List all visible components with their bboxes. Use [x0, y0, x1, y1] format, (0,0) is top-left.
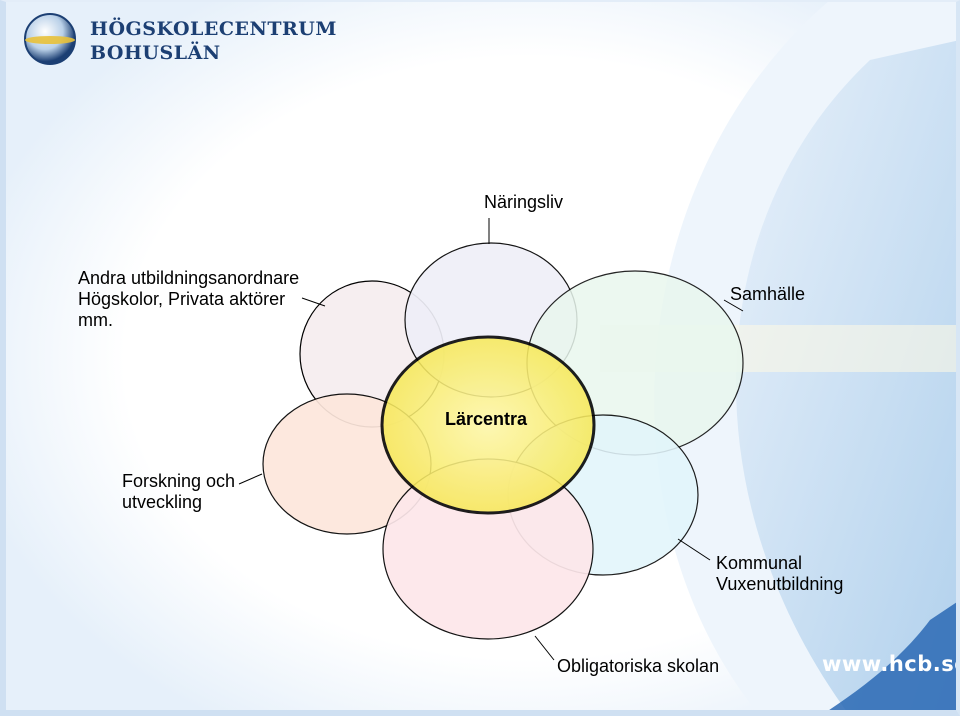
label-andra-line-1: Andra utbildningsanordnare — [78, 268, 300, 288]
connector-obligatoriska — [534, 635, 555, 661]
website-url: www.hcb.se — [822, 652, 960, 676]
logo-line-1: HÖGSKOLECENTRUM — [90, 18, 337, 40]
logo-line-2: BOHUSLÄN — [90, 42, 221, 64]
background-arc-inner — [735, 40, 960, 716]
connector-samhalle — [723, 299, 744, 312]
background-corner — [820, 600, 960, 716]
connector-andra — [301, 297, 326, 307]
label-naringsliv: Näringsliv — [484, 192, 564, 212]
label-forskning-line-1: Forskning och — [122, 471, 236, 491]
label-larcentra: Lärcentra — [445, 409, 528, 429]
label-samhalle: Samhälle — [730, 284, 806, 304]
label-obligatoriska-skolan: Obligatoriska skolan — [557, 656, 720, 676]
label-kommunal-line-2: Vuxenutbildning — [716, 574, 844, 594]
label-kommunal-line-1: Kommunal — [716, 553, 803, 573]
logo: HÖGSKOLECENTRUM BOHUSLÄN — [22, 12, 336, 72]
label-forskning-line-2: utveckling — [122, 492, 203, 512]
connector-forskning — [238, 473, 263, 485]
label-andra-line-2: Högskolor, Privata aktörer — [78, 289, 286, 309]
center-circle-larcentra — [380, 335, 596, 515]
connector-kommunal — [677, 538, 711, 561]
label-andra-line-3: mm. — [78, 310, 113, 330]
